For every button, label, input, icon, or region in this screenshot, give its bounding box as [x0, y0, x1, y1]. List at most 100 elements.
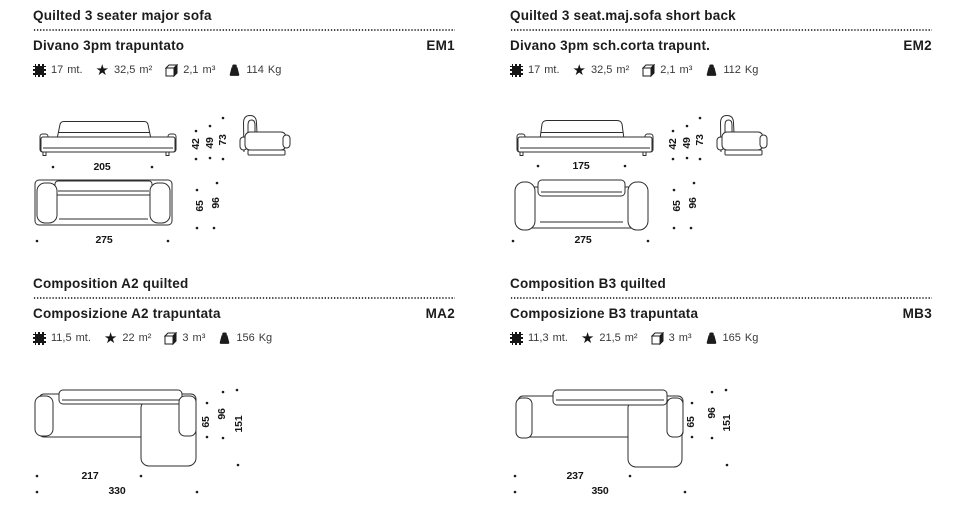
spec-volume: 2,1 m³: [642, 63, 693, 77]
product-code: MB3: [902, 305, 932, 321]
spec-value: 11,5: [51, 332, 72, 345]
spec-value: 32,5: [590, 64, 613, 77]
spec-leather: ★ 21,5 m²: [580, 328, 638, 347]
fabric-swatch-icon: [33, 331, 46, 345]
spec-fabric: 11,5 mt.: [33, 331, 91, 345]
product-title-en: Quilted 3 seater major sofa: [33, 8, 212, 23]
back-cushion: [58, 389, 183, 405]
dim-height-back: 73: [694, 134, 706, 146]
subtitle-row: Composizione A2 trapuntata MA2: [33, 306, 455, 321]
spec-volume: 3 m³: [164, 331, 205, 345]
composition-line-art: [34, 388, 240, 494]
kettlebell-weight-icon: [705, 332, 718, 345]
sofa-line-art: [511, 115, 768, 243]
spec-weight: 114 Kg: [228, 64, 281, 77]
side-view: [716, 115, 768, 156]
dim-depth-total: 96: [687, 197, 699, 209]
fabric-swatch-icon: [33, 63, 46, 77]
left-arm: [34, 395, 54, 437]
dim-depth-chaise: 151: [233, 415, 245, 433]
specs-row: 11,5 mt. ★ 22 m² 3 m³ 156 Kg: [33, 330, 455, 345]
spec-value: 17: [528, 64, 541, 77]
dotted-divider: [33, 29, 455, 31]
spec-fabric: 17 mt.: [510, 63, 560, 77]
product-title-it: Composizione A2 trapuntata: [33, 305, 221, 321]
product-title-it: Divano 3pm sch.corta trapunt.: [510, 37, 711, 53]
front-view: [516, 120, 654, 156]
spec-weight: 165 Kg: [705, 332, 758, 345]
product-code: EM1: [426, 37, 455, 53]
product-title-en: Composition A2 quilted: [33, 276, 189, 291]
spec-leather: ★ 32,5 m²: [95, 60, 153, 79]
spec-unit: m³: [679, 64, 693, 77]
spec-value: 11,3: [528, 332, 549, 345]
dim-height-back: 73: [217, 134, 229, 146]
dim-height-arm: 42: [190, 138, 202, 150]
spec-unit: mt.: [552, 332, 568, 345]
technical-drawing-mb3: 237 350 65 96 151: [510, 370, 810, 510]
fabric-swatch-icon: [510, 63, 523, 77]
specs-row: 17 mt. ★ 32,5 m² 2,1 m³ 114 Kg: [33, 60, 455, 79]
product-title-it: Divano 3pm trapuntato: [33, 37, 185, 53]
spec-unit: Kg: [258, 332, 273, 345]
right-arm: [178, 395, 197, 437]
front-view: [39, 121, 177, 156]
leather-hide-icon: ★: [95, 60, 109, 79]
dimension-dots: [513, 388, 729, 494]
dim-depth-seat: 65: [194, 200, 206, 212]
dim-width-total: 275: [574, 234, 592, 246]
product-title-en: Composition B3 quilted: [510, 276, 666, 291]
spec-value: 2,1: [183, 64, 199, 77]
dim-height-seat: 49: [681, 137, 693, 149]
product-card-ma2: Composition A2 quilted Composizione A2 t…: [33, 276, 455, 521]
spec-leather: ★ 32,5 m²: [572, 60, 630, 79]
dim-width-section: 237: [566, 470, 584, 482]
composition-line-art: [513, 388, 729, 494]
sofa-line-art: [34, 115, 291, 243]
spec-unit: m²: [616, 64, 630, 77]
dim-depth-total: 96: [706, 407, 718, 419]
cube-volume-icon: [164, 331, 178, 345]
subtitle-row: Divano 3pm sch.corta trapunt. EM2: [510, 38, 932, 53]
back-cushion: [552, 389, 668, 406]
spec-unit: mt.: [67, 64, 83, 77]
spec-unit: m²: [139, 64, 153, 77]
leather-hide-icon: ★: [580, 328, 595, 347]
dim-width-section: 217: [81, 470, 99, 482]
dim-depth-seat: 65: [685, 416, 697, 428]
spec-volume: 2,1 m³: [165, 63, 216, 77]
spec-unit: Kg: [267, 64, 282, 77]
product-title-it: Composizione B3 trapuntata: [510, 305, 699, 321]
product-code: MA2: [425, 305, 455, 321]
dim-width-seat: 175: [572, 160, 590, 172]
dim-height-arm: 42: [667, 138, 679, 150]
cube-volume-icon: [650, 331, 664, 345]
spec-value: 165: [722, 332, 741, 345]
spec-value: 2,1: [660, 64, 676, 77]
spec-value: 32,5: [113, 64, 136, 77]
dim-height-seat: 49: [204, 137, 216, 149]
plan-view: [34, 389, 197, 467]
product-card-em1: Quilted 3 seater major sofa Divano 3pm t…: [33, 8, 455, 268]
spec-value: 3: [182, 332, 189, 345]
dotted-divider: [510, 29, 932, 31]
cube-volume-icon: [165, 63, 179, 77]
spec-value: 3: [668, 332, 675, 345]
spec-unit: m²: [138, 332, 152, 345]
spec-unit: Kg: [744, 64, 759, 77]
spec-fabric: 11,3 mt.: [510, 331, 568, 345]
spec-leather: ★ 22 m²: [104, 330, 152, 345]
leather-hide-icon: ★: [572, 60, 586, 79]
kettlebell-weight-icon: [228, 64, 241, 77]
dim-depth-total: 96: [216, 408, 228, 420]
side-view: [239, 115, 291, 156]
plan-view: [514, 179, 649, 231]
spec-value: 156: [236, 332, 255, 345]
spec-value: 21,5: [599, 332, 621, 345]
specs-row: 17 mt. ★ 32,5 m² 2,1 m³ 112 Kg: [510, 60, 932, 79]
spec-unit: m²: [624, 332, 638, 345]
spec-value: 22: [122, 332, 135, 345]
spec-unit: m³: [202, 64, 216, 77]
dim-width-total: 330: [108, 485, 126, 497]
